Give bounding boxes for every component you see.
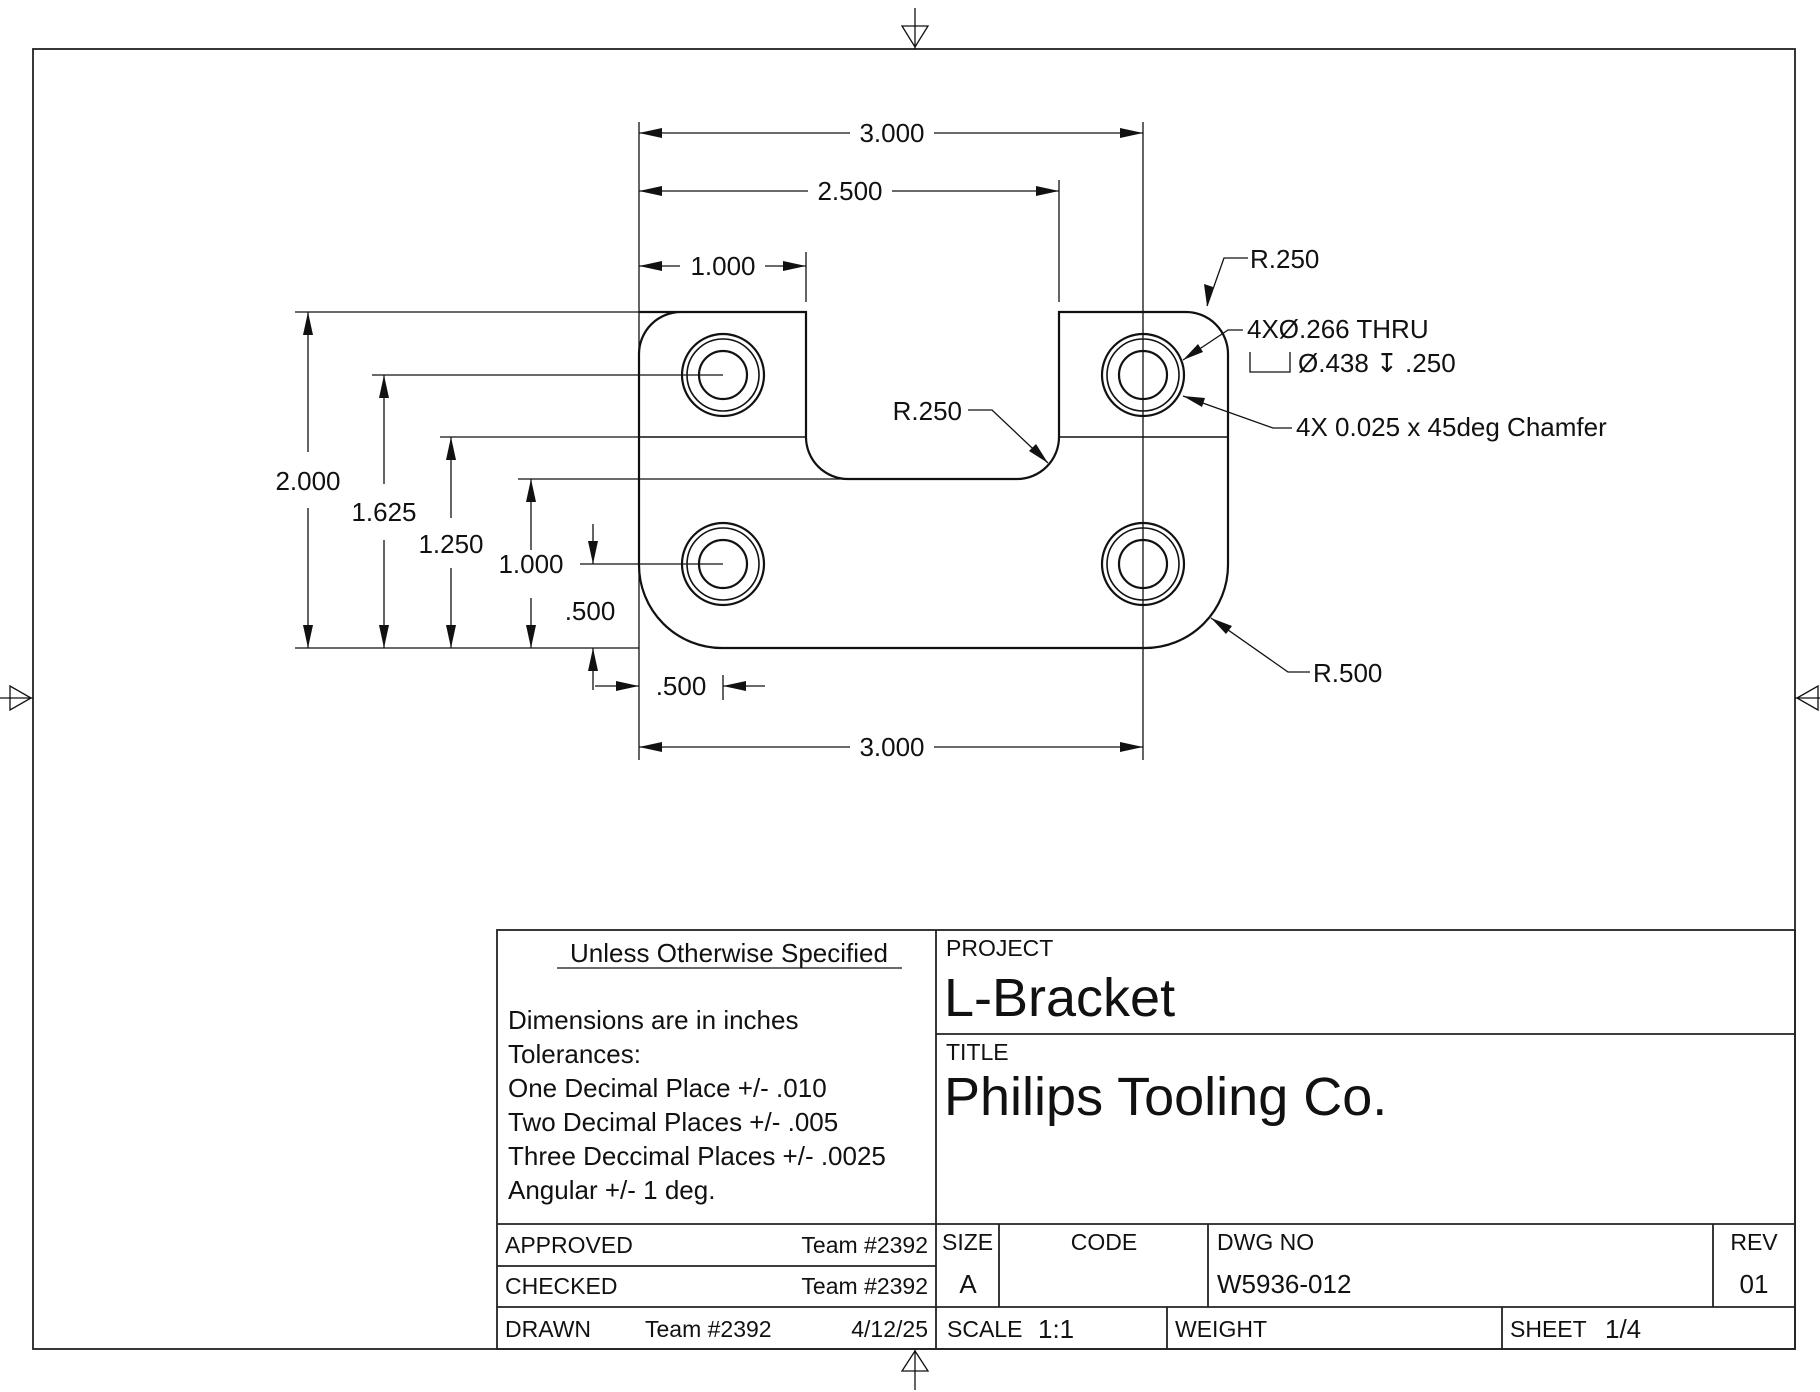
extension-lines — [295, 122, 1144, 760]
leader-corner-radius-top — [1204, 257, 1248, 307]
scale-label: SCALE — [947, 1316, 1022, 1342]
callout-hole-spec-line1: 4XØ.266 THRU — [1247, 314, 1429, 344]
notes-line-2: Tolerances: — [508, 1039, 641, 1069]
title-block — [496, 929, 1796, 1350]
drawn-label: DRAWN — [505, 1316, 591, 1342]
dwg-no-label: DWG NO — [1217, 1229, 1314, 1255]
dim-left-slot-bottom — [526, 479, 536, 648]
centering-mark-left — [0, 684, 33, 712]
checked-value: Team #2392 — [801, 1273, 928, 1299]
approved-value: Team #2392 — [801, 1232, 928, 1258]
size-value: A — [959, 1269, 977, 1299]
dim-left-step-label: 1.250 — [418, 529, 483, 559]
title-label: TITLE — [946, 1039, 1009, 1065]
project-label: PROJECT — [946, 935, 1053, 961]
notes-line-5: Three Deccimal Places +/- .0025 — [508, 1141, 886, 1171]
notes-line-1: Dimensions are in inches — [508, 1005, 798, 1035]
notes-line-4: Two Decimal Places +/- .005 — [508, 1107, 838, 1137]
counterbore-symbol — [1249, 352, 1291, 373]
callout-chamfer: 4X 0.025 x 45deg Chamfer — [1296, 412, 1607, 442]
leader-corner-radius-bottom — [1210, 617, 1310, 673]
dim-left-hole-bottom — [588, 524, 598, 690]
dim-left-height — [303, 312, 313, 648]
drawing-border — [32, 48, 1796, 1350]
notes-line-6: Angular +/- 1 deg. — [508, 1175, 715, 1205]
notes-heading: Unless Otherwise Specified — [570, 938, 888, 968]
sheet-value: 1/4 — [1605, 1314, 1641, 1344]
leader-slot-radius — [968, 409, 1049, 464]
dim-top-slot-left-label: 1.000 — [690, 251, 755, 281]
weight-label: WEIGHT — [1175, 1316, 1267, 1342]
dim-left-hole-bottom-label: .500 — [565, 596, 616, 626]
dim-bottom-hole-offset — [595, 681, 765, 691]
notes-line-3: One Decimal Place +/- .010 — [508, 1073, 827, 1103]
dim-left-step — [446, 437, 456, 648]
callout-hole-spec-line2: Ø.438 ↧ .250 — [1298, 348, 1456, 378]
scale-value: 1:1 — [1038, 1314, 1074, 1344]
dim-bottom-hole-offset-label: .500 — [656, 671, 707, 701]
centering-mark-top — [900, 8, 930, 49]
checked-label: CHECKED — [505, 1273, 617, 1299]
dim-top-overall-label: 3.000 — [859, 118, 924, 148]
dim-left-slot-bottom-label: 1.000 — [498, 549, 563, 579]
leader-hole-spec — [1182, 329, 1243, 361]
rev-label: REV — [1730, 1229, 1778, 1255]
rev-value: 01 — [1740, 1269, 1769, 1299]
callout-corner-radius-bottom: R.500 — [1313, 658, 1382, 688]
dim-top-overall — [639, 128, 1143, 138]
dim-left-hole-top — [379, 375, 389, 648]
dim-top-slot-right-label: 2.500 — [817, 176, 882, 206]
title-value: Philips Tooling Co. — [944, 1067, 1387, 1127]
project-value: L-Bracket — [944, 968, 1175, 1028]
centering-mark-bottom — [900, 1349, 930, 1390]
part-outline — [637, 310, 1230, 650]
dim-left-hole-top-label: 1.625 — [351, 497, 416, 527]
dwg-no-value: W5936-012 — [1217, 1269, 1351, 1299]
dim-bottom-hole-spacing — [639, 742, 1143, 752]
drawn-date: 4/12/25 — [851, 1316, 928, 1342]
callout-slot-radius: R.250 — [893, 396, 962, 426]
dim-bottom-hole-spacing-label: 3.000 — [859, 732, 924, 762]
size-label: SIZE — [942, 1229, 993, 1255]
code-label: CODE — [1071, 1229, 1137, 1255]
approved-label: APPROVED — [505, 1232, 633, 1258]
dim-left-height-label: 2.000 — [275, 466, 340, 496]
dim-top-slot-right — [639, 186, 1059, 196]
dim-top-slot-left — [639, 261, 806, 271]
centering-mark-right — [1795, 684, 1820, 712]
leader-chamfer — [1182, 395, 1292, 429]
callout-corner-radius-top: R.250 — [1250, 244, 1319, 274]
drawn-value: Team #2392 — [645, 1316, 772, 1342]
sheet-label: SHEET — [1510, 1316, 1587, 1342]
